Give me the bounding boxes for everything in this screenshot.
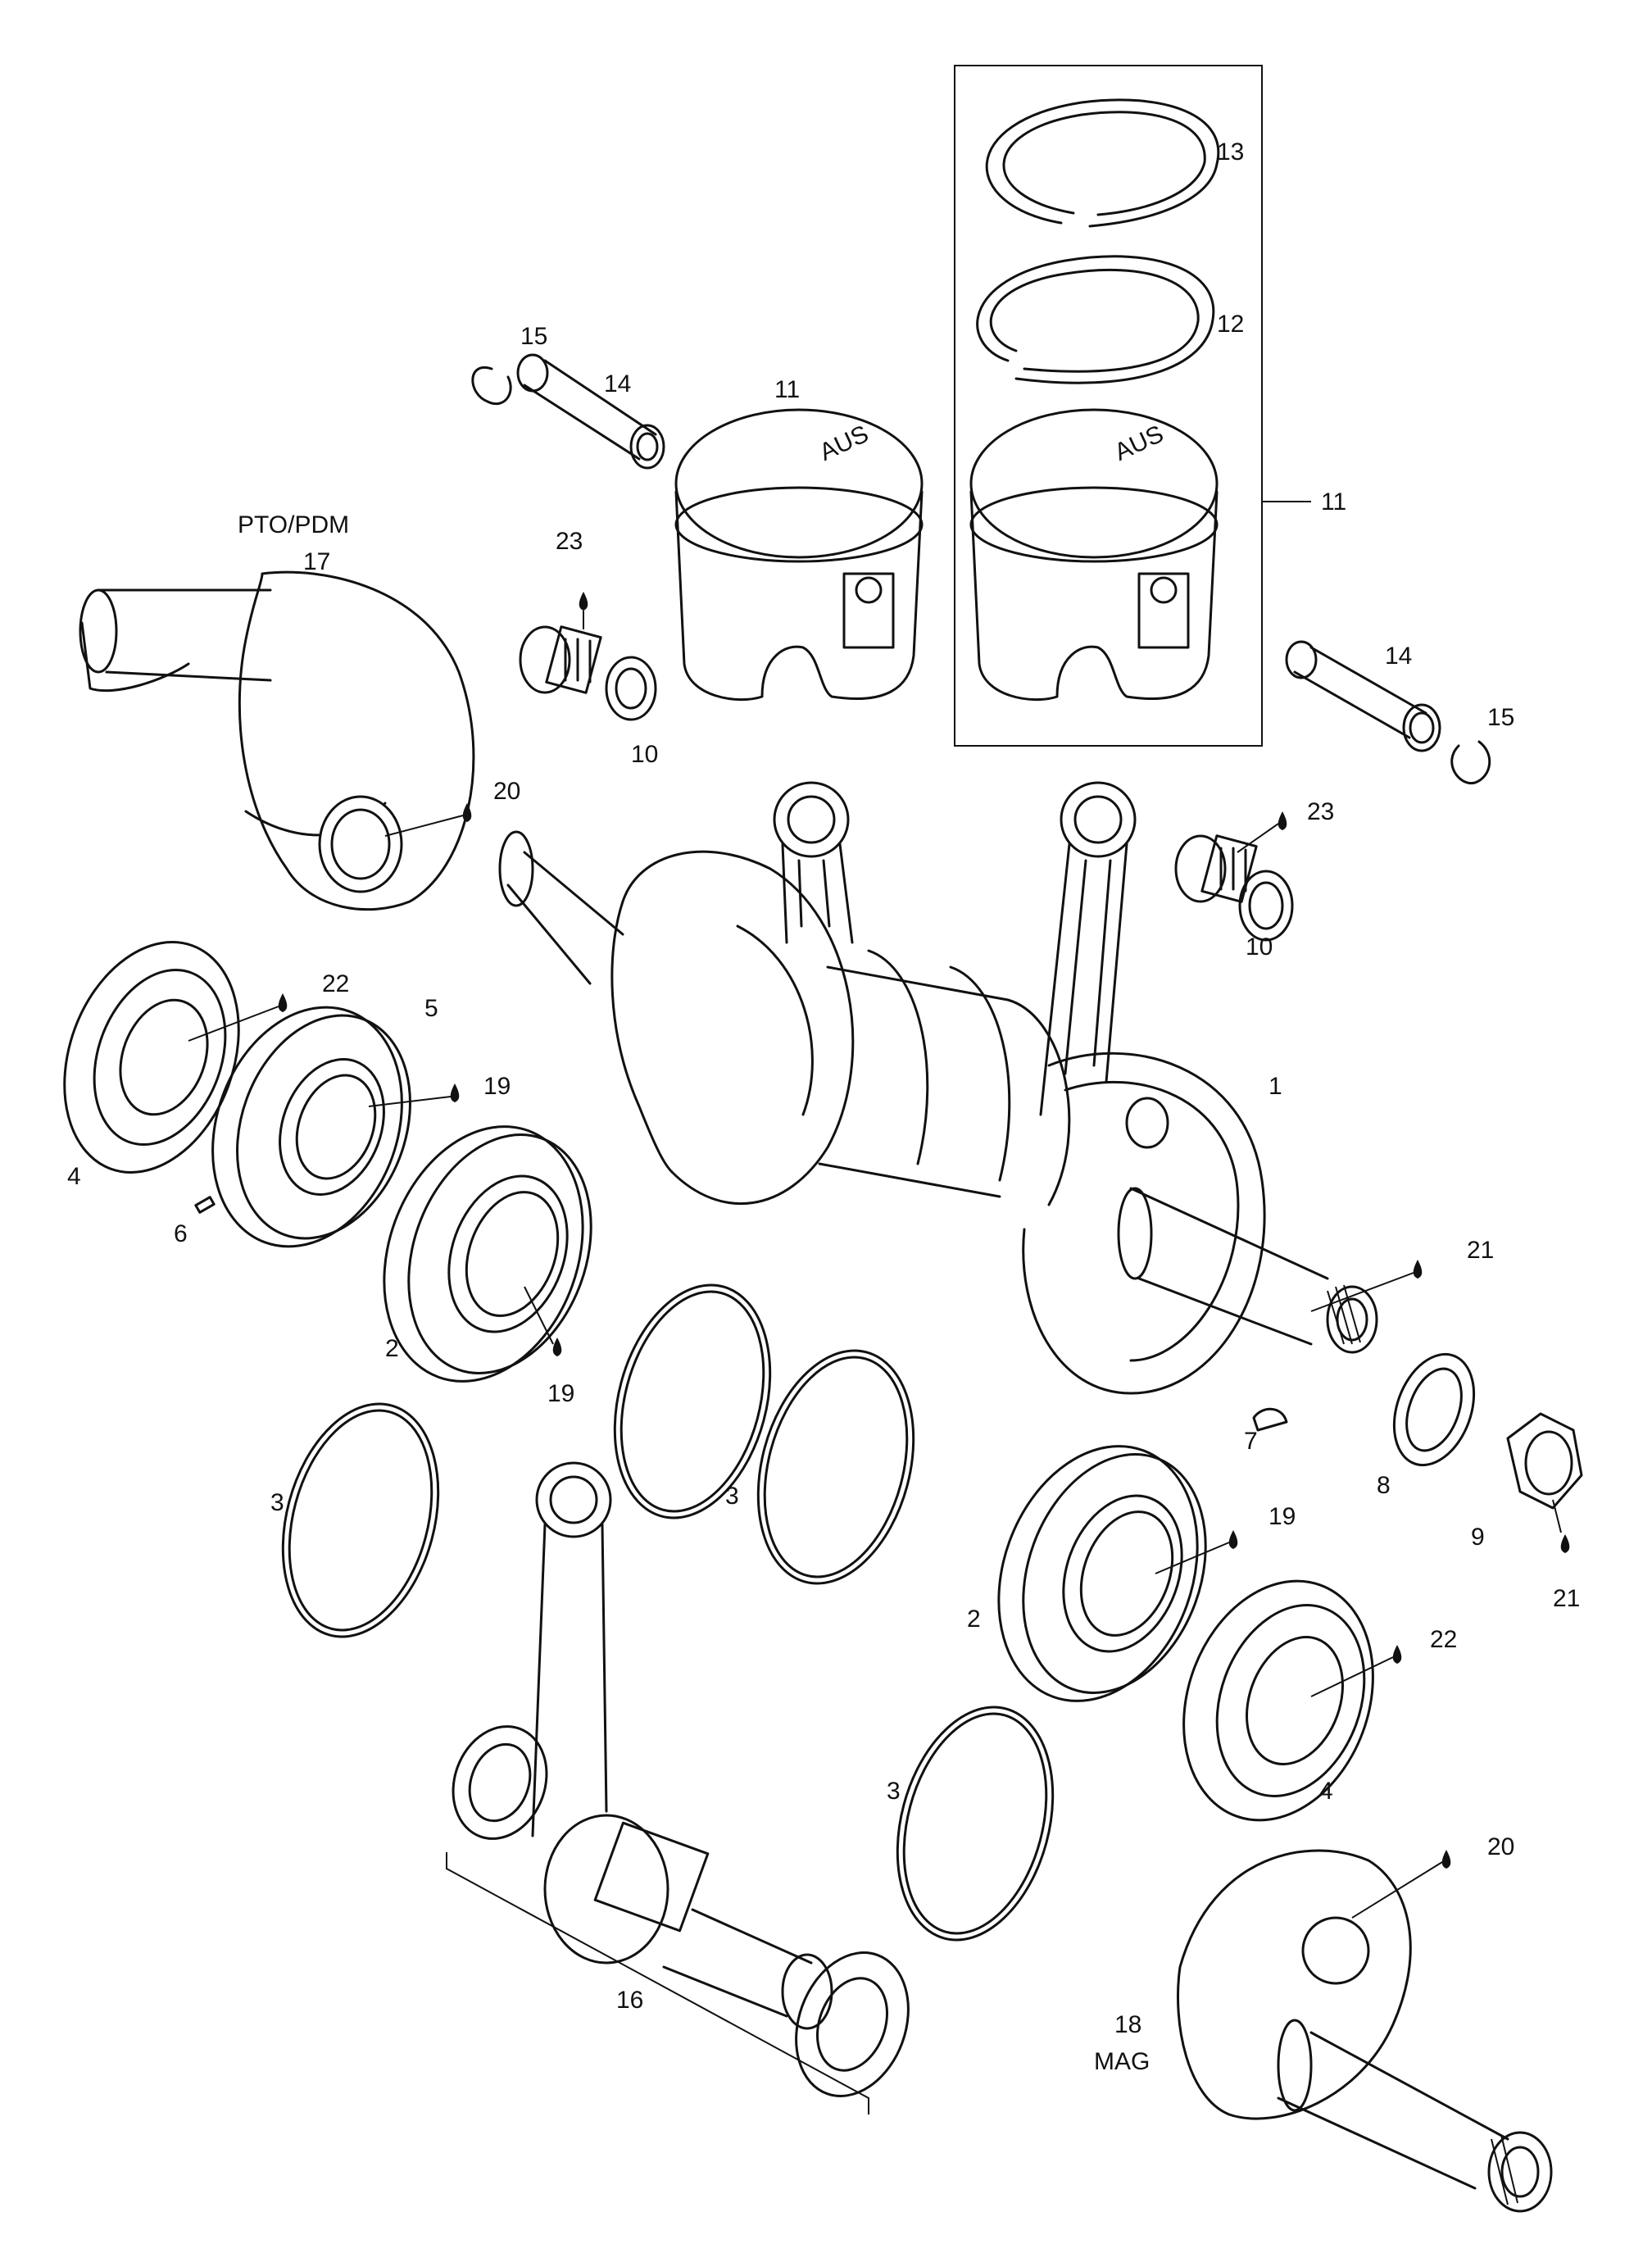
o-ring-3 — [620, 1290, 765, 1513]
callout-20: 20 — [1487, 1833, 1514, 1860]
lock-washer-8 — [1392, 1352, 1476, 1467]
callout-12: 12 — [1217, 311, 1244, 338]
callout-11: 11 — [774, 376, 800, 403]
dowel-pin-6 — [194, 1196, 216, 1214]
piston-ring-13 — [985, 98, 1220, 228]
o-ring-3 — [613, 1283, 772, 1519]
callout-19: 19 — [547, 1380, 574, 1407]
callout-9: 9 — [1471, 1524, 1485, 1551]
callout-7: 7 — [1244, 1428, 1258, 1455]
callout-16: 16 — [616, 1987, 643, 2014]
callout-23: 23 — [556, 528, 583, 555]
circlip-15 — [1450, 740, 1491, 784]
callout-2: 2 — [385, 1335, 399, 1362]
o-ring-3 — [281, 1402, 440, 1638]
callout-3: 3 — [270, 1489, 284, 1516]
circlip-15 — [471, 366, 512, 406]
callout-8: 8 — [1377, 1472, 1391, 1499]
needle-bearing-23 — [519, 625, 602, 694]
oil-seal-4 — [63, 941, 240, 1174]
ball-bearing-2 — [997, 1445, 1207, 1702]
crank-half-mag-18 — [1177, 1849, 1553, 2213]
callout-5: 5 — [424, 995, 438, 1022]
piston-kit-box — [954, 65, 1263, 747]
callout-10: 10 — [631, 741, 658, 768]
piston-11: AUS — [674, 408, 924, 702]
callout-10: 10 — [1246, 933, 1273, 961]
callout-22: 22 — [1430, 1626, 1457, 1653]
callout-18: 18 — [1114, 2011, 1141, 2038]
callout-15: 15 — [1487, 704, 1514, 731]
callout-11: 11 — [1321, 488, 1346, 516]
needle-bearing-23 — [1174, 834, 1258, 903]
callout-2: 2 — [967, 1606, 981, 1633]
roller-bearing-5 — [211, 1006, 411, 1248]
callout-14: 14 — [1385, 643, 1412, 670]
callout-4: 4 — [1319, 1778, 1333, 1805]
label-mag: MAG — [1094, 2048, 1150, 2075]
piston-ring-12 — [976, 255, 1215, 384]
lubricant-markers — [188, 592, 1570, 1919]
label-pto-pdm: PTO/PDM — [238, 511, 349, 538]
callout-3: 3 — [725, 1483, 739, 1510]
thrust-washer-10 — [1238, 870, 1294, 942]
hex-nut-9 — [1506, 1412, 1583, 1510]
o-ring-3 — [902, 1712, 1048, 1935]
callout-19: 19 — [1268, 1503, 1296, 1530]
piston-pin-14 — [516, 353, 665, 470]
o-ring-3 — [763, 1356, 909, 1578]
callout-6: 6 — [174, 1220, 188, 1247]
o-ring-3 — [288, 1409, 433, 1632]
callout-20: 20 — [493, 778, 520, 805]
piston-11-kit: AUS — [969, 408, 1219, 702]
woodruff-key-7 — [1252, 1407, 1288, 1432]
connecting-rod — [1039, 781, 1137, 1116]
piston-pin-14 — [1285, 640, 1441, 752]
o-ring-3 — [756, 1349, 915, 1585]
callout-15: 15 — [520, 323, 547, 350]
callout-3: 3 — [887, 1778, 901, 1805]
o-ring-3 — [896, 1706, 1055, 1942]
piston-mark-text: AUS — [1110, 420, 1168, 466]
callout-21: 21 — [1467, 1237, 1494, 1264]
callout-1: 1 — [1268, 1073, 1282, 1100]
piston-mark-text: AUS — [815, 420, 873, 466]
callout-22: 22 — [322, 970, 349, 997]
callout-14: 14 — [604, 370, 631, 397]
ball-bearing-2 — [383, 1125, 592, 1383]
oil-seal-4 — [1182, 1579, 1374, 1822]
thrust-washer-10 — [605, 656, 657, 721]
crank-half-pto-17 — [79, 570, 475, 911]
connecting-rod — [773, 781, 854, 944]
connecting-rod-kit-16 — [446, 1461, 910, 2114]
callout-23: 23 — [1307, 798, 1334, 825]
callout-21: 21 — [1553, 1585, 1580, 1612]
callout-13: 13 — [1217, 139, 1244, 166]
callout-4: 4 — [67, 1163, 81, 1190]
crankshaft-1 — [498, 830, 1378, 1395]
callout-19: 19 — [483, 1073, 511, 1100]
callout-17: 17 — [303, 548, 330, 575]
